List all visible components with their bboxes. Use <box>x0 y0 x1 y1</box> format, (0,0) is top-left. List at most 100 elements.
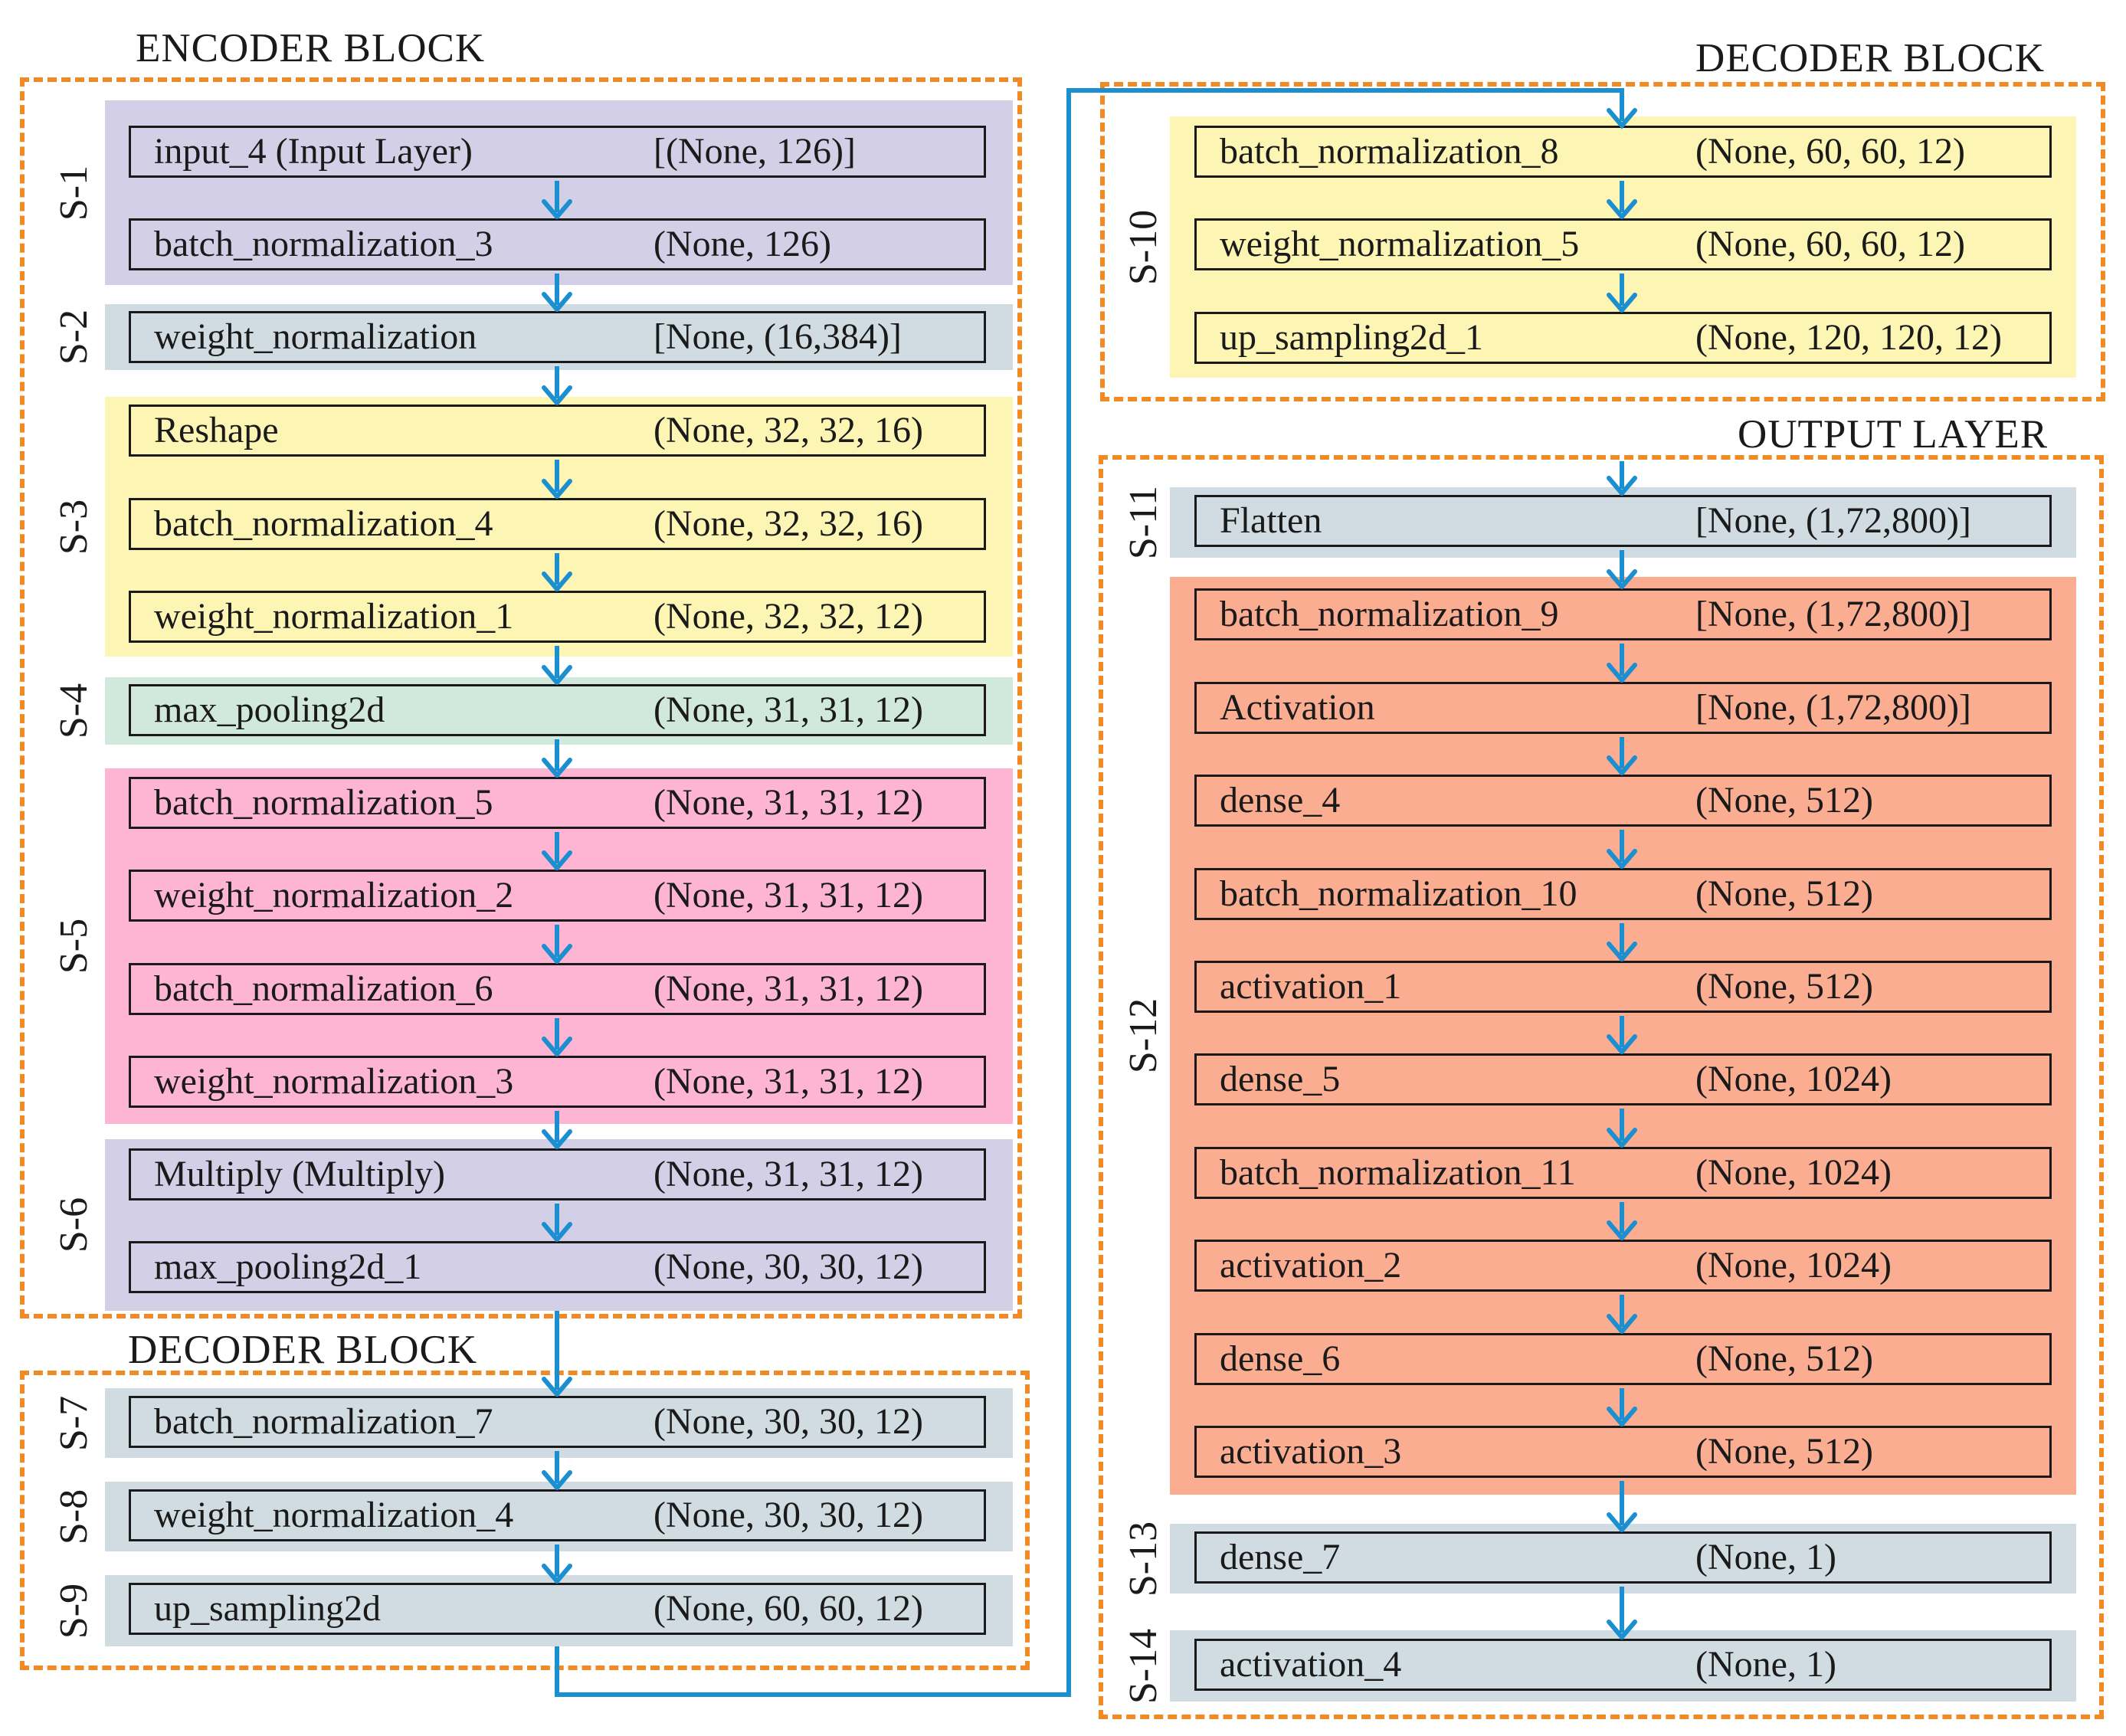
stage-label: S-12 <box>1122 997 1165 1074</box>
layer-box: batch_normalization_8(None, 60, 60, 12) <box>1194 126 2052 178</box>
layer-name: Flatten <box>1220 500 1322 541</box>
layer-box: Reshape (None, 32, 32, 16) <box>129 405 986 457</box>
layer-name: batch_normalization_4 <box>154 503 493 544</box>
layer-output-shape: (None, 31, 31, 12) <box>654 1061 923 1102</box>
layer-name: batch_normalization_9 <box>1220 594 1559 634</box>
layer-box: batch_normalization_6 (None, 31, 31, 12) <box>129 963 986 1015</box>
layer-output-shape: [None, (1,72,800)] <box>1695 687 1971 728</box>
layer-name: batch_normalization_5 <box>154 782 493 823</box>
stage-label: S-14 <box>1122 1628 1165 1704</box>
layer-box: batch_normalization_7(None, 30, 30, 12) <box>129 1396 986 1448</box>
layer-name: activation_1 <box>1220 966 1402 1007</box>
layer-output-shape: (None, 1024) <box>1695 1245 1892 1286</box>
stage-label: S-2 <box>52 309 96 365</box>
layer-box: dense_4 (None, 512) <box>1194 775 2052 827</box>
layer-name: dense_4 <box>1220 780 1341 821</box>
layer-output-shape: (None, 30, 30, 12) <box>654 1246 923 1287</box>
layer-output-shape: (None, 30, 30, 12) <box>654 1495 923 1535</box>
layer-output-shape: (None, 32, 32, 16) <box>654 410 923 450</box>
layer-output-shape: [(None, 126)] <box>654 131 856 172</box>
layer-name: Activation <box>1220 687 1375 728</box>
layer-name: batch_normalization_8 <box>1220 131 1559 172</box>
layer-name: dense_5 <box>1220 1059 1341 1099</box>
layer-box: weight_normalization [None, (16,384)] <box>129 311 986 363</box>
layer-output-shape: (None, 1) <box>1695 1644 1836 1685</box>
layer-box: up_sampling2d (None, 60, 60, 12) <box>129 1583 986 1635</box>
layer-name: batch_normalization_6 <box>154 968 493 1009</box>
layer-output-shape: [None, (1,72,800)] <box>1695 594 1971 634</box>
layer-name: weight_normalization_4 <box>154 1495 514 1535</box>
layer-box: max_pooling2d_1(None, 30, 30, 12) <box>129 1241 986 1293</box>
layer-name: activation_4 <box>1220 1644 1402 1685</box>
stage-label: S-3 <box>52 499 96 555</box>
stage-label: S-6 <box>52 1197 96 1253</box>
layer-name: up_sampling2d_1 <box>1220 317 1483 358</box>
layer-output-shape: (None, 60, 60, 12) <box>1695 224 1965 264</box>
layer-output-shape: (None, 31, 31, 12) <box>654 968 923 1009</box>
layer-output-shape: (None, 1024) <box>1695 1059 1892 1099</box>
layer-box: up_sampling2d_1 (None, 120, 120, 12) <box>1194 312 2052 364</box>
layer-name: batch_normalization_3 <box>154 224 493 264</box>
layer-name: activation_2 <box>1220 1245 1402 1286</box>
layer-output-shape: [None, (16,384)] <box>654 316 902 357</box>
layer-name: up_sampling2d <box>154 1588 381 1629</box>
layer-box: dense_6 (None, 512) <box>1194 1333 2052 1385</box>
stage-label: S-8 <box>52 1489 96 1544</box>
layer-box: batch_normalization_4(None, 32, 32, 16) <box>129 498 986 550</box>
stage-label: S-4 <box>52 683 96 739</box>
block-title-encoder: ENCODER BLOCK <box>136 26 486 70</box>
layer-output-shape: (None, 512) <box>1695 873 1873 914</box>
layer-output-shape: (None, 126) <box>654 224 831 264</box>
stage-label: S-5 <box>52 918 96 974</box>
stage-label: S-11 <box>1122 485 1165 560</box>
layer-output-shape: (None, 512) <box>1695 780 1873 821</box>
layer-name: input_4 (Input Layer) <box>154 131 473 172</box>
layer-name: Reshape <box>154 410 279 450</box>
layer-box: activation_2 (None, 1024) <box>1194 1240 2052 1292</box>
layer-name: Multiply (Multiply) <box>154 1154 446 1194</box>
layer-name: weight_normalization_2 <box>154 875 514 915</box>
layer-box: Activation [None, (1,72,800)] <box>1194 682 2052 734</box>
block-title-decoder_b: DECODER BLOCK <box>1695 36 2046 80</box>
layer-name: batch_normalization_11 <box>1220 1152 1576 1193</box>
layer-output-shape: (None, 31, 31, 12) <box>654 689 923 730</box>
layer-output-shape: (None, 30, 30, 12) <box>654 1401 923 1442</box>
layer-box: dense_7(None, 1) <box>1194 1531 2052 1584</box>
layer-output-shape: (None, 1024) <box>1695 1152 1892 1193</box>
layer-box: Flatten[None, (1,72,800)] <box>1194 495 2052 547</box>
layer-name: batch_normalization_10 <box>1220 873 1577 914</box>
layer-box: weight_normalization_5(None, 60, 60, 12) <box>1194 218 2052 270</box>
layer-box: activation_3(None, 512) <box>1194 1426 2052 1478</box>
layer-box: weight_normalization_4 (None, 30, 30, 12) <box>129 1489 986 1541</box>
layer-box: activation_4 (None, 1) <box>1194 1639 2052 1691</box>
layer-name: weight_normalization <box>154 316 477 357</box>
layer-output-shape: (None, 31, 31, 12) <box>654 1154 923 1194</box>
layer-box: dense_5 (None, 1024) <box>1194 1053 2052 1105</box>
layer-output-shape: (None, 512) <box>1695 1431 1873 1472</box>
layer-box: weight_normalization_2(None, 31, 31, 12) <box>129 870 986 922</box>
layer-name: weight_normalization_1 <box>154 596 514 637</box>
layer-output-shape: (None, 512) <box>1695 966 1873 1007</box>
layer-name: dense_6 <box>1220 1338 1341 1379</box>
layer-box: batch_normalization_5 (None, 31, 31, 12) <box>129 777 986 829</box>
layer-box: batch_normalization_9 [None, (1,72,800)] <box>1194 588 2052 640</box>
block-title-decoder_a: DECODER BLOCK <box>128 1328 478 1372</box>
layer-box: input_4 (Input Layer) [(None, 126)] <box>129 126 986 178</box>
stage-label: S-13 <box>1122 1521 1165 1597</box>
layer-output-shape: (None, 1) <box>1695 1537 1836 1577</box>
layer-box: Multiply (Multiply) (None, 31, 31, 12) <box>129 1148 986 1200</box>
layer-output-shape: (None, 120, 120, 12) <box>1695 317 2002 358</box>
layer-name: max_pooling2d <box>154 689 385 730</box>
layer-box: weight_normalization_3 (None, 31, 31, 12) <box>129 1056 986 1108</box>
layer-box: weight_normalization_1(None, 32, 32, 12) <box>129 591 986 643</box>
stage-label: S-7 <box>52 1395 96 1451</box>
layer-box: max_pooling2d (None, 31, 31, 12) <box>129 684 986 736</box>
layer-output-shape: (None, 31, 31, 12) <box>654 782 923 823</box>
stage-label: S-1 <box>52 165 96 221</box>
layer-output-shape: (None, 512) <box>1695 1338 1873 1379</box>
stage-label: S-10 <box>1122 209 1165 285</box>
layer-box: batch_normalization_3 (None, 126) <box>129 218 986 270</box>
layer-name: weight_normalization_3 <box>154 1061 514 1102</box>
layer-output-shape: (None, 60, 60, 12) <box>654 1588 923 1629</box>
